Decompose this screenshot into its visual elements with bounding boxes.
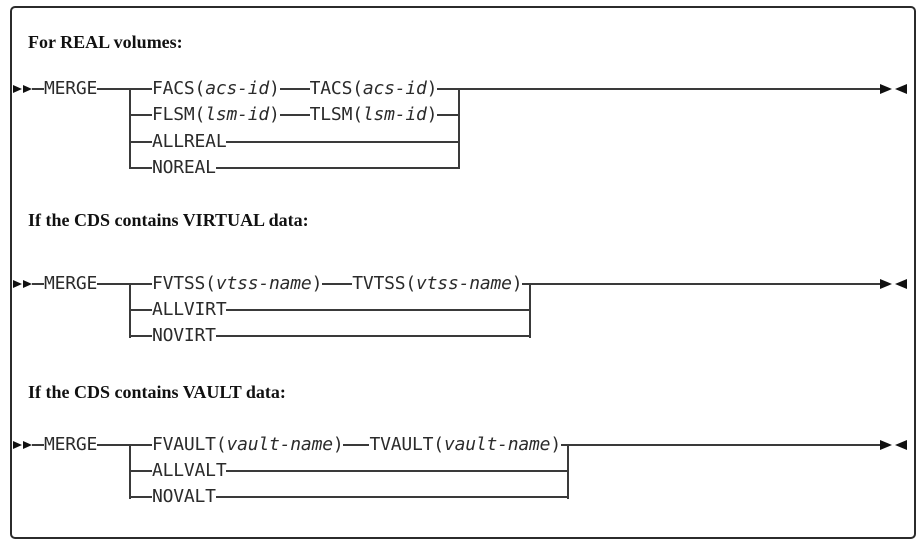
- rail-option-allreal: ALLREAL: [130, 132, 459, 152]
- rail-line: [343, 444, 370, 446]
- diagram-border: [10, 6, 916, 539]
- end-arrow-left-icon: [895, 440, 907, 450]
- rail-line: [32, 444, 44, 446]
- param-fvtss-close: ): [311, 273, 323, 294]
- end-arrow-right-icon: [880, 279, 892, 289]
- param-tvtss-value: vtss-name: [416, 273, 512, 294]
- param-flsm-close: ): [269, 104, 280, 125]
- join-vertical: [458, 88, 460, 169]
- start-arrow-icon: [23, 280, 32, 288]
- param-tacs: TACS(: [309, 78, 363, 99]
- param-tvtss-close: ): [511, 273, 523, 294]
- branch-vertical: [129, 444, 131, 499]
- start-arrow-icon: [13, 441, 22, 449]
- rail-line: [437, 114, 459, 116]
- rail-line: [130, 335, 152, 337]
- rail-line: [226, 141, 459, 143]
- rail-option-novirt: NOVIRT: [130, 326, 530, 346]
- section-vault-heading: If the CDS contains VAULT data:: [28, 382, 286, 402]
- rail-line: [279, 88, 310, 90]
- param-noreal: NOREAL: [152, 157, 216, 178]
- rail-line: [322, 283, 353, 285]
- rail-entry-virtual: MERGE: [13, 274, 130, 294]
- param-fvault: FVAULT(: [152, 434, 227, 455]
- rail-option-allvalt: ALLVALT: [130, 461, 568, 481]
- param-fvtss-value: vtss-name: [215, 273, 312, 294]
- param-tvault-value: vault-name: [443, 434, 551, 455]
- end-arrow-right-icon: [880, 440, 892, 450]
- param-fvtss: FVTSS(: [152, 273, 216, 294]
- start-arrow-icon: [13, 280, 22, 288]
- param-novalt: NOVALT: [152, 486, 216, 507]
- rail-line: [437, 88, 880, 90]
- rail-option-novalt: NOVALT: [130, 487, 568, 507]
- keyword-merge: MERGE: [44, 78, 98, 99]
- rail-line: [226, 470, 568, 472]
- rail-option-fvtss-tvtss: FVTSS(vtss-name) TVTSS(vtss-name): [130, 274, 907, 294]
- rail-line: [32, 283, 44, 285]
- rail-line: [130, 444, 152, 446]
- param-flsm: FLSM(: [152, 104, 206, 125]
- end-arrow-left-icon: [895, 84, 907, 94]
- rail-line: [32, 88, 44, 90]
- rail-option-facs-tacs: FACS(acs-id) TACS(acs-id): [130, 79, 907, 99]
- rail-line: [215, 167, 459, 169]
- param-allreal: ALLREAL: [152, 131, 227, 152]
- rail-line: [522, 283, 880, 285]
- rail-line: [560, 444, 880, 446]
- rail-line: [130, 141, 152, 143]
- param-tvault: TVAULT(: [369, 434, 444, 455]
- rail-line: [97, 444, 130, 446]
- section-real-heading: For REAL volumes:: [28, 32, 183, 52]
- start-arrow-icon: [13, 85, 22, 93]
- param-facs-close: ): [269, 78, 280, 99]
- param-fvault-close: ): [332, 434, 344, 455]
- param-fvault-value: vault-name: [226, 434, 333, 455]
- rail-entry-real: MERGE: [13, 79, 130, 99]
- rail-entry-vault: MERGE: [13, 435, 130, 455]
- param-tvtss: TVTSS(: [352, 273, 417, 294]
- param-tlsm-value: lsm-id: [362, 104, 427, 125]
- rail-line: [130, 470, 152, 472]
- section-virtual-heading: If the CDS contains VIRTUAL data:: [28, 210, 309, 230]
- branch-vertical: [129, 88, 131, 169]
- join-vertical: [567, 444, 569, 499]
- rail-line: [97, 88, 130, 90]
- end-arrow-right-icon: [880, 84, 892, 94]
- param-allvirt: ALLVIRT: [152, 299, 227, 320]
- rail-line: [226, 309, 530, 311]
- rail-line: [130, 309, 152, 311]
- param-tacs-close: ): [426, 78, 438, 99]
- rail-option-fvault-tvault: FVAULT(vault-name) TVAULT(vault-name): [130, 435, 907, 455]
- param-novirt: NOVIRT: [152, 325, 216, 346]
- end-arrow-left-icon: [895, 279, 907, 289]
- rail-line: [215, 496, 568, 498]
- param-tvault-close: ): [550, 434, 561, 455]
- branch-vertical: [129, 283, 131, 338]
- param-facs: FACS(: [152, 78, 206, 99]
- param-allvalt: ALLVALT: [152, 460, 227, 481]
- join-vertical: [529, 283, 531, 338]
- rail-line: [130, 88, 152, 90]
- start-arrow-icon: [23, 441, 32, 449]
- rail-option-flsm-tlsm: FLSM(lsm-id) TLSM(lsm-id): [130, 105, 459, 125]
- rail-line: [97, 283, 130, 285]
- rail-line: [130, 114, 152, 116]
- rail-line: [279, 114, 310, 116]
- keyword-merge: MERGE: [44, 273, 98, 294]
- rail-line: [130, 496, 152, 498]
- start-arrow-icon: [23, 85, 32, 93]
- keyword-merge: MERGE: [44, 434, 98, 455]
- param-flsm-value: lsm-id: [205, 104, 270, 125]
- param-tlsm-close: ): [426, 104, 438, 125]
- rail-line: [130, 167, 152, 169]
- rail-line: [215, 335, 530, 337]
- rail-option-noreal: NOREAL: [130, 158, 459, 178]
- rail-option-allvirt: ALLVIRT: [130, 300, 530, 320]
- param-facs-value: acs-id: [205, 78, 270, 99]
- param-tlsm: TLSM(: [309, 104, 363, 125]
- rail-line: [130, 283, 152, 285]
- param-tacs-value: acs-id: [362, 78, 427, 99]
